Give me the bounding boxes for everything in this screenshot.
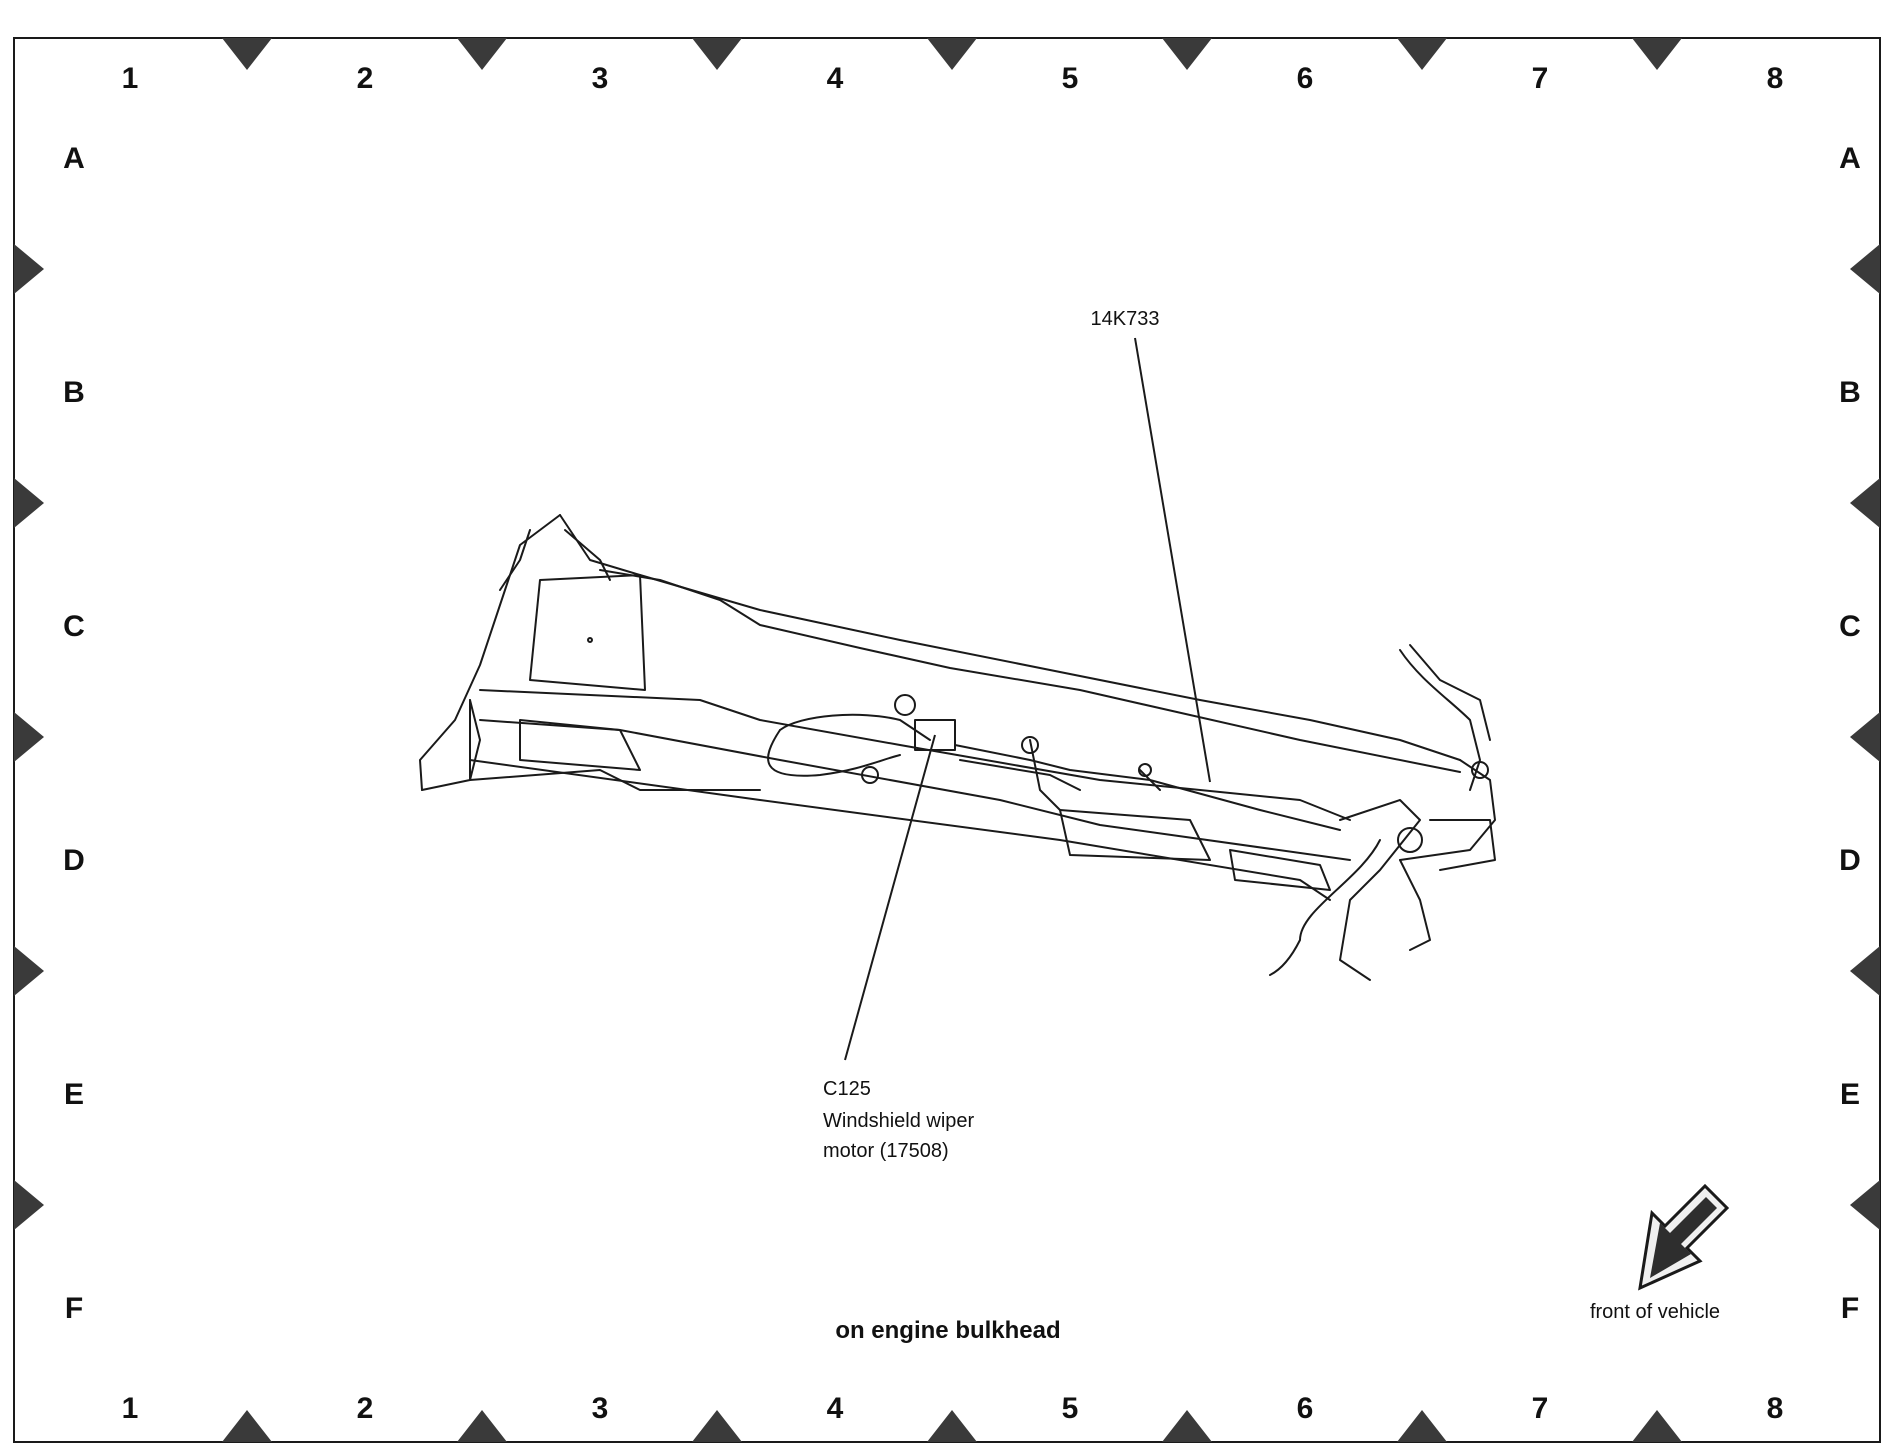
- row-label: B: [63, 376, 85, 409]
- row-label: D: [63, 844, 85, 877]
- column-label: 4: [827, 62, 844, 95]
- connector-description-line-2: motor (17508): [823, 1140, 949, 1162]
- right-zone-markers: [1850, 244, 1880, 1230]
- connector-id-callout: C125: [823, 1078, 871, 1100]
- column-label: 6: [1297, 1392, 1314, 1425]
- connector-leader-line: [844, 734, 936, 1061]
- column-label: 1: [122, 1392, 139, 1425]
- column-label: 8: [1767, 1392, 1784, 1425]
- column-label: 2: [357, 62, 374, 95]
- bulkhead-assembly-drawing: [419, 514, 1496, 981]
- row-labels-left: A B C D E F: [63, 142, 85, 1325]
- row-label: E: [1840, 1078, 1860, 1111]
- bottom-zone-markers: [222, 1410, 1682, 1442]
- column-label: 3: [592, 1392, 609, 1425]
- column-label: 5: [1062, 62, 1079, 95]
- row-label: C: [63, 610, 85, 643]
- row-label: A: [1839, 142, 1861, 175]
- column-label: 7: [1532, 1392, 1549, 1425]
- column-label: 5: [1062, 1392, 1079, 1425]
- row-labels-right: A B C D E F: [1839, 142, 1861, 1325]
- top-zone-markers: [222, 38, 1682, 70]
- column-label: 4: [827, 1392, 844, 1425]
- diagram-caption: on engine bulkhead: [835, 1317, 1060, 1344]
- column-label: 2: [357, 1392, 374, 1425]
- arrow-down-left-icon: [1638, 1183, 1730, 1291]
- callout-leaders: [844, 337, 1211, 1061]
- row-label: C: [1839, 610, 1861, 643]
- harness-leader-line: [1134, 337, 1211, 783]
- column-labels-bottom: 1 2 3 4 5 6 7 8: [122, 1392, 1784, 1425]
- connector-description-line-1: Windshield wiper: [823, 1110, 975, 1132]
- diagram-frame: [13, 37, 1881, 1443]
- harness-callout: 14K733: [1091, 308, 1160, 330]
- front-of-vehicle-label: front of vehicle: [1590, 1301, 1720, 1323]
- column-label: 3: [592, 62, 609, 95]
- column-label: 6: [1297, 62, 1314, 95]
- column-label: 7: [1532, 62, 1549, 95]
- row-label: D: [1839, 844, 1861, 877]
- column-label: 8: [1767, 62, 1784, 95]
- row-label: F: [1841, 1292, 1859, 1325]
- column-labels-top: 1 2 3 4 5 6 7 8: [122, 62, 1784, 95]
- row-label: A: [63, 142, 85, 175]
- row-label: F: [65, 1292, 83, 1325]
- left-zone-markers: [14, 244, 44, 1230]
- column-label: 1: [122, 62, 139, 95]
- row-label: E: [64, 1078, 84, 1111]
- row-label: B: [1839, 376, 1861, 409]
